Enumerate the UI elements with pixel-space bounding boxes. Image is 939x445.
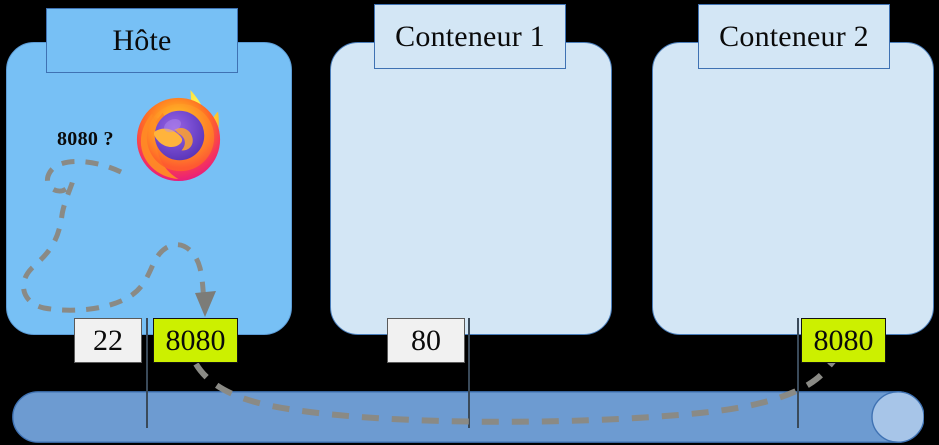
container-1-title-plate: Conteneur 1	[374, 4, 566, 69]
container-2-title-label: Conteneur 2	[719, 19, 869, 53]
host-port-8080[interactable]: 8080	[153, 318, 238, 363]
container-2-port-8080-label: 8080	[813, 323, 874, 357]
container-1-port-80[interactable]: 80	[387, 318, 465, 363]
host-title-label: Hôte	[112, 23, 172, 57]
host-port-8080-label: 8080	[165, 323, 226, 357]
host-port-22-label: 22	[93, 323, 123, 357]
firefox-icon	[136, 89, 221, 182]
container-1-box	[330, 42, 612, 335]
container-2-port-stem	[797, 318, 799, 428]
host-port-question: 8080 ?	[57, 128, 114, 150]
container-2-port-8080[interactable]: 8080	[801, 318, 886, 363]
container-2-title-plate: Conteneur 2	[698, 4, 890, 69]
container-1-title-label: Conteneur 1	[395, 19, 545, 53]
host-title-plate: Hôte	[46, 8, 238, 73]
container-1-port-stem	[468, 318, 470, 428]
container-2-box	[652, 42, 934, 335]
host-port-stem	[146, 318, 148, 428]
host-port-22[interactable]: 22	[74, 318, 142, 363]
container-1-port-80-label: 80	[411, 323, 441, 357]
